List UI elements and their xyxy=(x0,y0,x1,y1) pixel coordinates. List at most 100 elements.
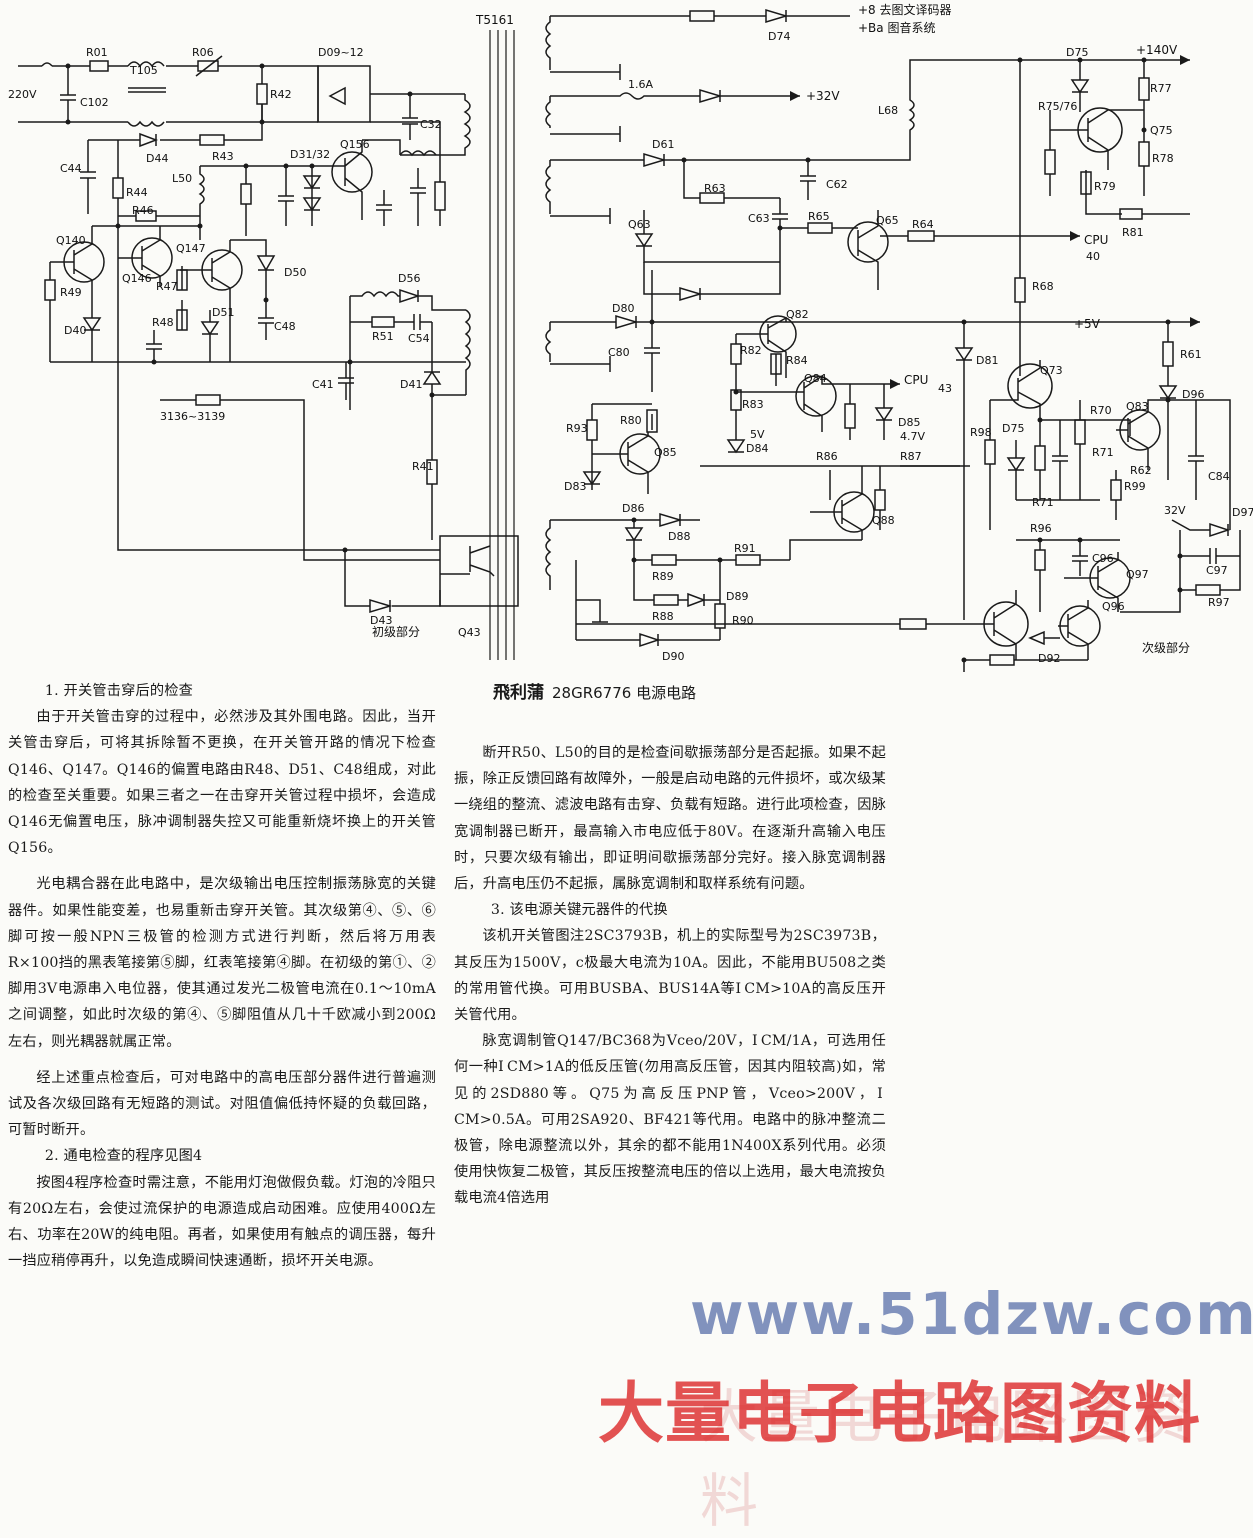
component-label: R77 xyxy=(1150,82,1172,95)
component-label: D96 xyxy=(1182,388,1204,401)
component-label: R82 xyxy=(740,344,762,357)
component-label: D56 xyxy=(398,272,420,285)
note-fuse: 1.6A xyxy=(628,78,653,91)
component-label: Q63 xyxy=(628,218,651,231)
component-label: R01 xyxy=(86,46,108,59)
component-label: R46 xyxy=(132,204,154,217)
note-32v: +32V xyxy=(806,89,840,103)
component-label: R81 xyxy=(1122,226,1144,239)
component-label: R86 xyxy=(816,450,838,463)
component-label: R48 xyxy=(152,316,174,329)
note-audio: +Ba 图音系统 xyxy=(858,20,935,35)
component-label: C48 xyxy=(274,320,296,333)
component-label: D90 xyxy=(662,650,684,663)
note-32v-b: 32V xyxy=(1164,504,1186,517)
paragraph-1: 由于开关管击穿的过程中，必然涉及其外围电路。因此，当开关管击穿后，可将其拆除暂不… xyxy=(8,709,436,857)
component-label: D51 xyxy=(212,306,234,319)
primary-section-label: 初级部分 xyxy=(372,624,420,639)
component-label: R96 xyxy=(1030,522,1052,535)
paragraph-6: 该机开关管图注2SC3793B，机上的实际型号为2SC3973B，其反压为150… xyxy=(454,928,886,1024)
paragraph-4: 按图4程序检查时需注意，不能用灯泡做假负载。灯泡的冷阻只有20Ω左右，会使过流保… xyxy=(8,1174,436,1270)
component-label: 220V xyxy=(8,88,37,101)
component-label: D44 xyxy=(146,152,168,165)
component-label: R98 xyxy=(970,426,992,439)
component-label: R71 xyxy=(1032,496,1054,509)
component-label: R89 xyxy=(652,570,674,583)
caption-brand: 飛利蒲 xyxy=(493,683,544,703)
component-label: D80 xyxy=(612,302,634,315)
component-label: R61 xyxy=(1180,348,1202,361)
component-label: D50 xyxy=(284,266,306,279)
component-label: C41 xyxy=(312,378,334,391)
component-label: Q82 xyxy=(786,308,809,321)
component-label: R44 xyxy=(126,186,148,199)
paragraph-2: 光电耦合器在此电路中，是次级输出电压控制振荡脉宽的关键器件。如果性能变差，也易重… xyxy=(8,876,436,1050)
component-label: R84 xyxy=(786,354,808,367)
secondary-section-label: 次级部分 xyxy=(1142,640,1190,655)
component-label: T105 xyxy=(129,64,158,77)
component-label: Q65 xyxy=(876,214,899,227)
component-label: R83 xyxy=(742,398,764,411)
watermark-url: www.51dzw.com xyxy=(690,1280,1253,1348)
component-label: R80 xyxy=(620,414,642,427)
note-5v-b: 5V xyxy=(750,428,765,441)
paragraph-7: 脉宽调制管Q147/BC368为Vceo/20V，I CM/1A，可选用任何一种… xyxy=(454,1033,886,1207)
note-140v: +140V xyxy=(1136,43,1178,57)
component-label: D61 xyxy=(652,138,674,151)
component-label: R78 xyxy=(1152,152,1174,165)
component-label: C63 xyxy=(748,212,770,225)
component-label: C54 xyxy=(408,332,430,345)
component-label: R88 xyxy=(652,610,674,623)
component-label: R65 xyxy=(808,210,830,223)
section-heading-3: 3. 该电源关键元器件的代换 xyxy=(490,902,668,919)
component-label: R71 xyxy=(1092,446,1114,459)
component-label: D31/32 xyxy=(290,148,330,161)
component-label: C84 xyxy=(1208,470,1230,483)
component-label: R63 xyxy=(704,182,726,195)
component-label: C102 xyxy=(80,96,109,109)
component-label: L68 xyxy=(878,104,898,117)
component-label: R41 xyxy=(412,460,434,473)
component-label: R43 xyxy=(212,150,234,163)
component-label: Q96 xyxy=(1102,600,1125,613)
component-label: Q75 xyxy=(1150,124,1173,137)
caption-model: 28GR6776 电源电路 xyxy=(552,684,697,702)
component-label: C80 xyxy=(608,346,630,359)
note-decoder: +8 去图文译码器 xyxy=(858,2,952,17)
component-label: Q146 xyxy=(122,272,152,285)
component-label: D84 xyxy=(746,442,768,455)
component-label: D89 xyxy=(726,590,748,603)
component-label: Q73 xyxy=(1040,364,1063,377)
left-column: 1. 开关管击穿后的检查 由于开关管击穿的过程中，必然涉及其外围电路。因此，当开… xyxy=(8,678,436,1274)
figure-caption: 飛利蒲 28GR6776 电源电路 xyxy=(493,678,696,703)
right-column: 断开R50、L50的目的是检查间歇振荡部分是否起振。如果不起振，除正反馈回路有故… xyxy=(454,740,886,1212)
component-label: D40 xyxy=(64,324,86,337)
component-label: R91 xyxy=(734,542,756,555)
note-5v: +5V xyxy=(1074,317,1101,331)
note-cpu-1-pin: 40 xyxy=(1086,250,1100,263)
paragraph-5: 断开R50、L50的目的是检查间歇振荡部分是否起振。如果不起振，除正反馈回路有故… xyxy=(454,745,886,893)
component-label: C62 xyxy=(826,178,848,191)
component-label: D75 xyxy=(1066,46,1088,59)
component-label: C97 xyxy=(1206,564,1228,577)
watermark-chinese: 大量电子电路图资料 xyxy=(598,1375,1201,1452)
note-4-7v: 4.7V xyxy=(900,430,925,443)
component-label: R49 xyxy=(60,286,82,299)
transformer-label: T5161 xyxy=(475,13,514,27)
component-label: C32 xyxy=(420,118,442,131)
component-label: D83 xyxy=(564,480,586,493)
component-label: D41 xyxy=(400,378,422,391)
component-label: R90 xyxy=(732,614,754,627)
component-label: Q97 xyxy=(1126,568,1149,581)
component-label: R79 xyxy=(1094,180,1116,193)
component-label: C44 xyxy=(60,162,82,175)
component-label: Q88 xyxy=(872,514,895,527)
paragraph-3: 经上述重点检查后，可对电路中的高电压部分器件进行普遍测试及各次级回路有无短路的测… xyxy=(8,1069,436,1139)
component-label: D97 xyxy=(1232,506,1253,519)
component-label: D43 xyxy=(370,614,392,627)
component-label: R93 xyxy=(566,422,588,435)
component-label: R87 xyxy=(900,450,922,463)
component-label: Q140 xyxy=(56,234,86,247)
component-label: Q43 xyxy=(458,626,481,639)
